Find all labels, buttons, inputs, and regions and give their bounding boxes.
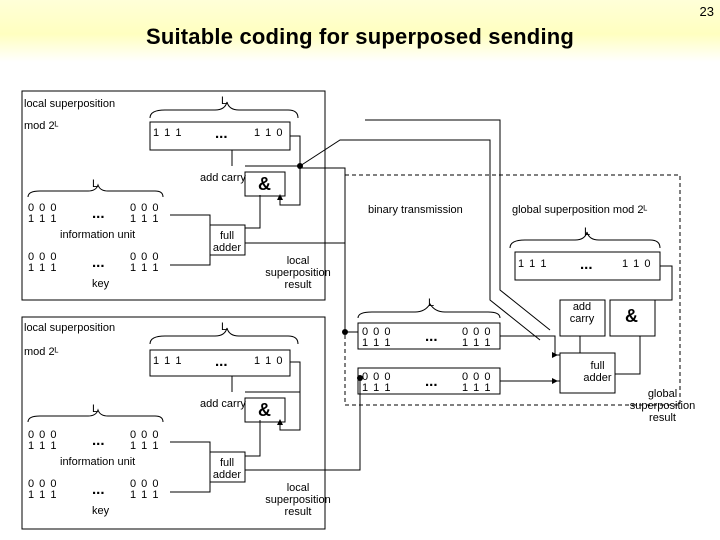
info-bits-bottom-right-1: 1 1 1 [130,213,160,225]
global-mod-label: global superposition mod 2ᴸ [512,204,648,216]
full-adder-label-1: full adder [212,230,242,254]
key-ellipsis-2: ... [92,481,105,498]
info-ellipsis-1: ... [92,205,105,222]
register-length-label-2: L [221,321,228,333]
station-box-2 [21,316,326,530]
local-superposition-label-1: local superposition [24,98,116,110]
transmitted-bottom-ellipsis: ... [425,373,438,390]
transmitted-bottom-right-zeros: 0 0 0 [462,371,492,383]
register-length-label-1: L [221,95,228,107]
info-bits-top-left-1: 0 0 0 [28,202,58,214]
key-bits-bottom-left-1: 1 1 1 [28,262,58,274]
slide-title: Suitable coding for superposed sending [145,24,575,49]
info-bits-bottom-left-1: 1 1 1 [28,213,58,225]
global-ellipsis: ... [580,256,593,273]
key-bits-top-left-2: 0 0 0 [28,478,58,490]
page-number: 23 [699,4,714,19]
global-and-gate: & [625,306,638,326]
register-low-digits-2: 1 1 0 [254,355,284,367]
info-bits-top-right-2: 0 0 0 [130,429,160,441]
register-ellipsis-2: ... [215,353,228,370]
title-band [0,0,720,62]
key-bits-top-left-1: 0 0 0 [28,251,58,263]
transmitted-top-left-zeros: 0 0 0 [362,326,392,338]
information-unit-label-2: information unit [60,456,136,468]
local-result-label-1: local superposition result [265,255,331,291]
register-ellipsis-1: ... [215,125,228,142]
transmitted-top-left-ones: 1 1 1 [362,337,392,349]
information-unit-label-1: information unit [60,229,136,241]
transmitted-length-label: L [428,297,435,309]
add-carry-label-1: add carry [200,172,246,184]
global-high-digits: 1 1 1 [518,258,548,270]
info-length-label-1: L [92,178,99,190]
key-ellipsis-1: ... [92,254,105,271]
transmitted-bottom-left-ones: 1 1 1 [362,382,392,394]
register-high-digits-1: 1 1 1 [153,127,183,139]
local-superposition-label-2: local superposition [24,322,116,334]
info-ellipsis-2: ... [92,432,105,449]
mod-label-1: mod 2ᴸ [24,120,59,132]
key-label-2: key [92,505,110,517]
key-bits-bottom-left-2: 1 1 1 [28,489,58,501]
info-length-label-2: L [92,403,99,415]
info-bits-top-left-2: 0 0 0 [28,429,58,441]
and-gate-1: & [258,174,271,194]
key-bits-bottom-right-1: 1 1 1 [130,262,160,274]
key-bits-top-right-1: 0 0 0 [130,251,160,263]
register-low-digits-1: 1 1 0 [254,127,284,139]
global-low-digits: 1 1 0 [622,258,652,270]
global-result-label: global superposition result [629,388,696,424]
transmitted-top-ellipsis: ... [425,328,438,345]
info-bits-bottom-right-2: 1 1 1 [130,440,160,452]
station-box-1 [21,90,326,301]
global-full-adder-label: full adder [583,360,612,384]
add-carry-label-2: add carry [200,398,246,410]
transmitted-top-right-zeros: 0 0 0 [462,326,492,338]
transmitted-bottom-right-ones: 1 1 1 [462,382,492,394]
global-register-length-label: L [584,226,591,238]
transmission-box [344,174,681,406]
key-bits-top-right-2: 0 0 0 [130,478,160,490]
info-bits-bottom-left-2: 1 1 1 [28,440,58,452]
register-high-digits-2: 1 1 1 [153,355,183,367]
key-label-1: key [92,278,110,290]
info-bits-top-right-1: 0 0 0 [130,202,160,214]
transmitted-top-right-ones: 1 1 1 [462,337,492,349]
transmitted-bottom-left-zeros: 0 0 0 [362,371,392,383]
local-result-label-2: local superposition result [265,482,331,518]
key-bits-bottom-right-2: 1 1 1 [130,489,160,501]
mod-label-2: mod 2ᴸ [24,346,59,358]
and-gate-2: & [258,400,271,420]
binary-transmission-label: binary transmission [368,204,463,216]
global-add-carry-label: add carry [569,301,595,325]
full-adder-label-2: full adder [212,457,242,481]
